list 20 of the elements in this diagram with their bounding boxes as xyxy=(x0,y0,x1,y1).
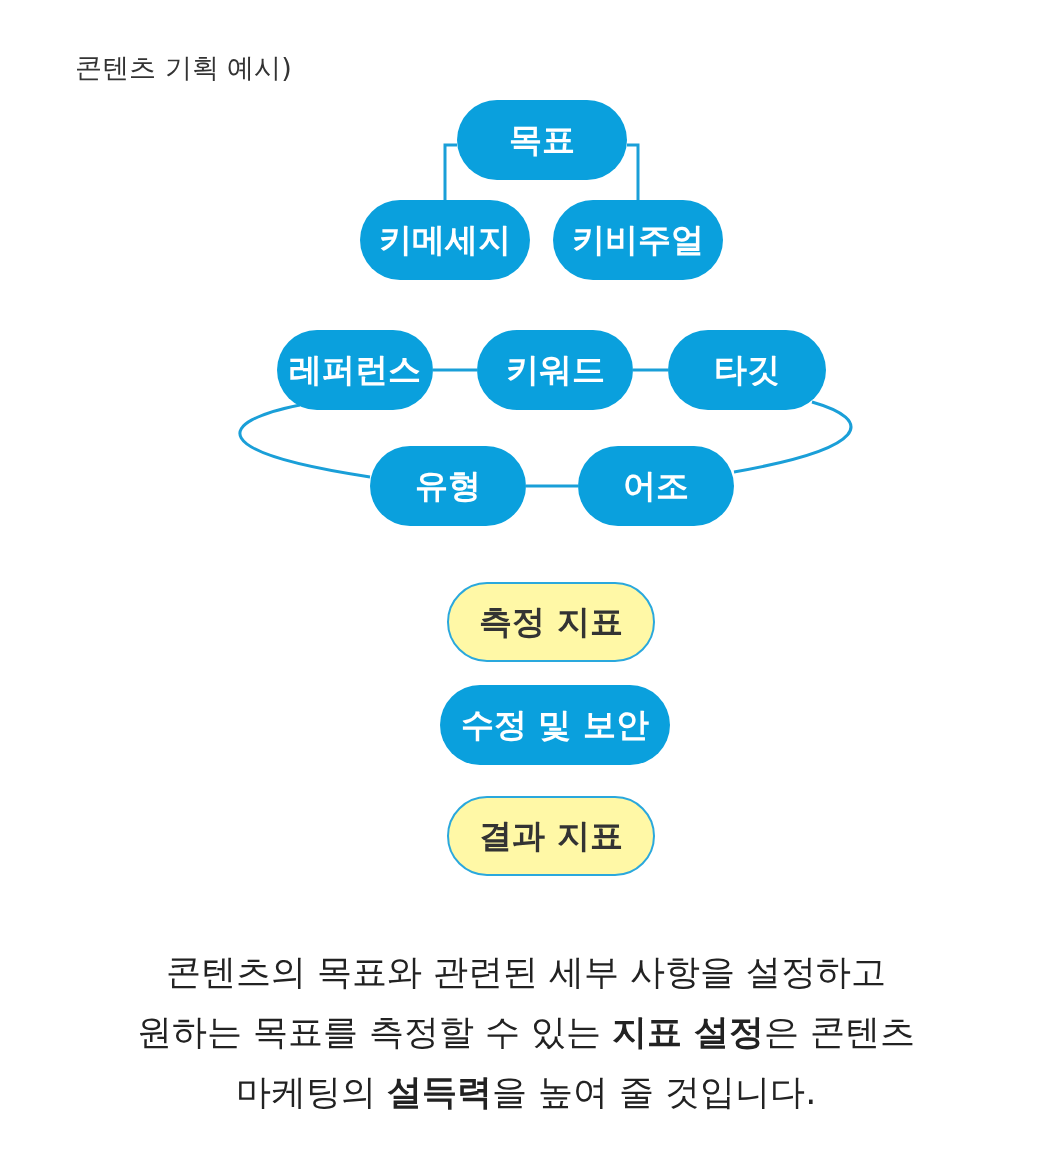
topic-box: 목표 xyxy=(457,100,627,180)
topic-box: 키메세지 xyxy=(360,200,530,280)
topic-box: 어조 xyxy=(578,446,734,526)
connector-line xyxy=(633,368,668,372)
metric-box: 결과 지표 xyxy=(447,796,655,876)
metric-box: 측정 지표 xyxy=(447,582,655,662)
heading: 콘텐츠 기획 예시) xyxy=(75,51,292,85)
connector-line xyxy=(733,400,853,474)
connector-line xyxy=(238,403,371,479)
topic-box: 수정 및 보안 xyxy=(440,685,670,765)
topic-box: 키워드 xyxy=(477,330,633,410)
caption: 콘텐츠의 목표와 관련된 세부 사항을 설정하고 원하는 목표를 측정할 수 있는 지표 설정은 콘텐츠 마케팅의 설득력을 높여 줄 것입니다. xyxy=(135,951,917,1114)
connector-line xyxy=(627,143,640,200)
topic-box: 타깃 xyxy=(668,330,826,410)
topic-box: 레퍼런스 xyxy=(277,330,433,410)
topic-box: 키비주얼 xyxy=(553,200,723,280)
connector-line xyxy=(526,484,578,488)
connector-line xyxy=(443,143,457,200)
topic-box: 유형 xyxy=(370,446,526,526)
connector-line xyxy=(433,368,477,372)
